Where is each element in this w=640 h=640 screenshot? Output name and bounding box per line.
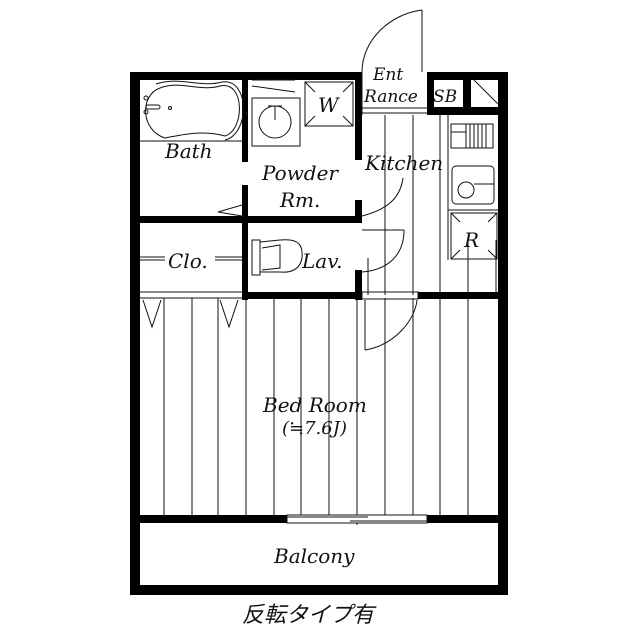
entrance-label-2: Rance [363,87,418,107]
entrance-door [361,9,427,115]
refrigerator-box [450,212,498,260]
powder-room-label-2: Rm. [279,188,320,212]
washer-box [304,81,354,127]
walls [130,72,508,595]
stove-icon [450,123,494,149]
bathtub-icon [140,80,244,142]
shoe-box-label: SB [433,87,457,107]
entrance-label-1: Ent [372,65,403,85]
powder-room-door [361,177,404,217]
refrigerator-label: R [463,228,479,252]
sink-icon [251,79,301,147]
kitchen-label: Kitchen [364,151,443,175]
kitchen-sink-icon [448,165,498,211]
balcony-window [286,514,428,524]
lavatory-label: Lav. [301,249,343,273]
washer-label: W [318,93,340,117]
bedroom-door [361,291,419,351]
storage-box [473,79,499,105]
lavatory-door [361,229,405,273]
reversed-type-caption: 反転タイプ有 [242,603,377,628]
bath-label: Bath [164,139,213,163]
closet-label: Clo. [168,249,208,273]
balcony-label: Balcony [273,544,355,568]
bedroom-label: Bed Room [262,393,367,417]
powder-room-label-1: Powder [261,161,339,185]
bedroom-size-label: (≒7.6J) [282,418,347,439]
toilet-icon [251,239,303,276]
closet-rail [140,256,242,329]
powder-door [217,204,243,217]
